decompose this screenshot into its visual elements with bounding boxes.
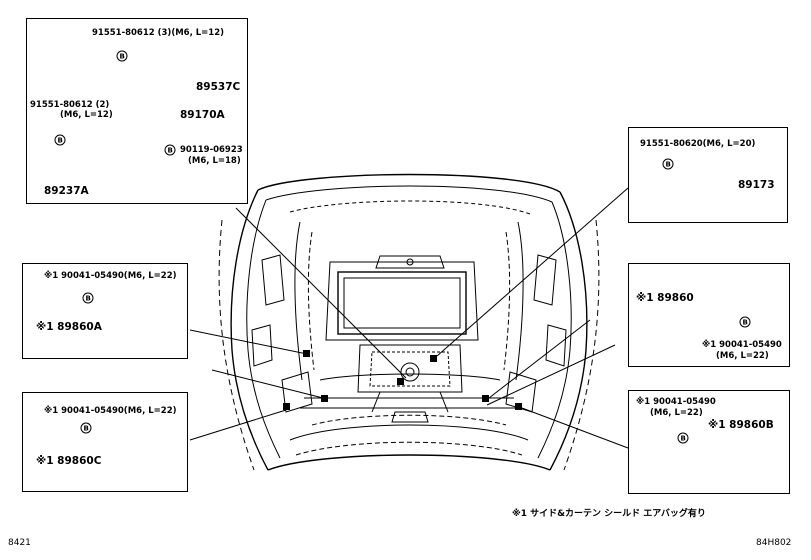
lower-right-bolt-label: ※1 90041-05490 <box>636 397 716 407</box>
ecu-part-label: 89170A <box>180 109 225 121</box>
mid-right-part-label: ※1 89860 <box>636 292 694 304</box>
mid-right-bolt-spec: (M6, L=22) <box>716 351 769 361</box>
ecu-bolt-right-spec: (M6, L=18) <box>188 156 241 166</box>
lower-right-part-label: ※1 89860B <box>708 419 774 431</box>
marker-mid-left: B <box>86 295 91 303</box>
marker-mid-right: B <box>743 319 748 327</box>
lower-left-bolt-label: ※1 90041-05490(M6, L=22) <box>44 406 177 416</box>
marker-ecu-top: B <box>120 53 125 61</box>
bracket-part-label: 89237A <box>44 185 89 197</box>
upper-right-part-label: 89173 <box>738 179 775 191</box>
marker-ecu-left: B <box>58 137 63 145</box>
marker-lower-left: B <box>84 425 89 433</box>
ecu-bolt-left-label: 91551-80612 (2) <box>30 100 110 110</box>
ecu-bolt-left-spec: (M6, L=12) <box>60 110 113 120</box>
marker-lower-right: B <box>681 435 686 443</box>
marker-ecu-right: B <box>168 147 173 155</box>
lower-left-sensor-box <box>22 392 188 492</box>
footnote: ※1 サイド&カーテン シールド エアバッグ有り <box>512 509 706 519</box>
upper-right-bolt-label: 91551-80620(M6, L=20) <box>640 139 756 149</box>
ecu-bolt-top-label: 91551-80612 (3)(M6, L=12) <box>92 28 225 38</box>
lower-right-sensor-box <box>628 390 790 494</box>
cover-part-label: 89537C <box>196 81 241 93</box>
lower-left-part-label: ※1 89860C <box>36 455 102 467</box>
lower-right-bolt-spec: (M6, L=22) <box>650 408 703 418</box>
page-number: 8421 <box>8 538 31 548</box>
vehicle-body <box>218 173 600 471</box>
mid-right-sensor-box <box>628 263 790 367</box>
leader-lines <box>189 187 629 449</box>
figure-code: 84H802 <box>756 538 792 548</box>
mid-left-bolt-label: ※1 90041-05490(M6, L=22) <box>44 271 177 281</box>
mid-left-part-label: ※1 89860A <box>36 321 102 333</box>
upper-right-sensor-box <box>628 127 788 223</box>
marker-upper-right: B <box>666 161 671 169</box>
mid-left-sensor-box <box>22 263 188 359</box>
ecu-bolt-right-label: 90119-06923 <box>180 145 243 155</box>
mid-right-bolt-label: ※1 90041-05490 <box>702 340 782 350</box>
ecu-assembly-box <box>26 18 248 204</box>
